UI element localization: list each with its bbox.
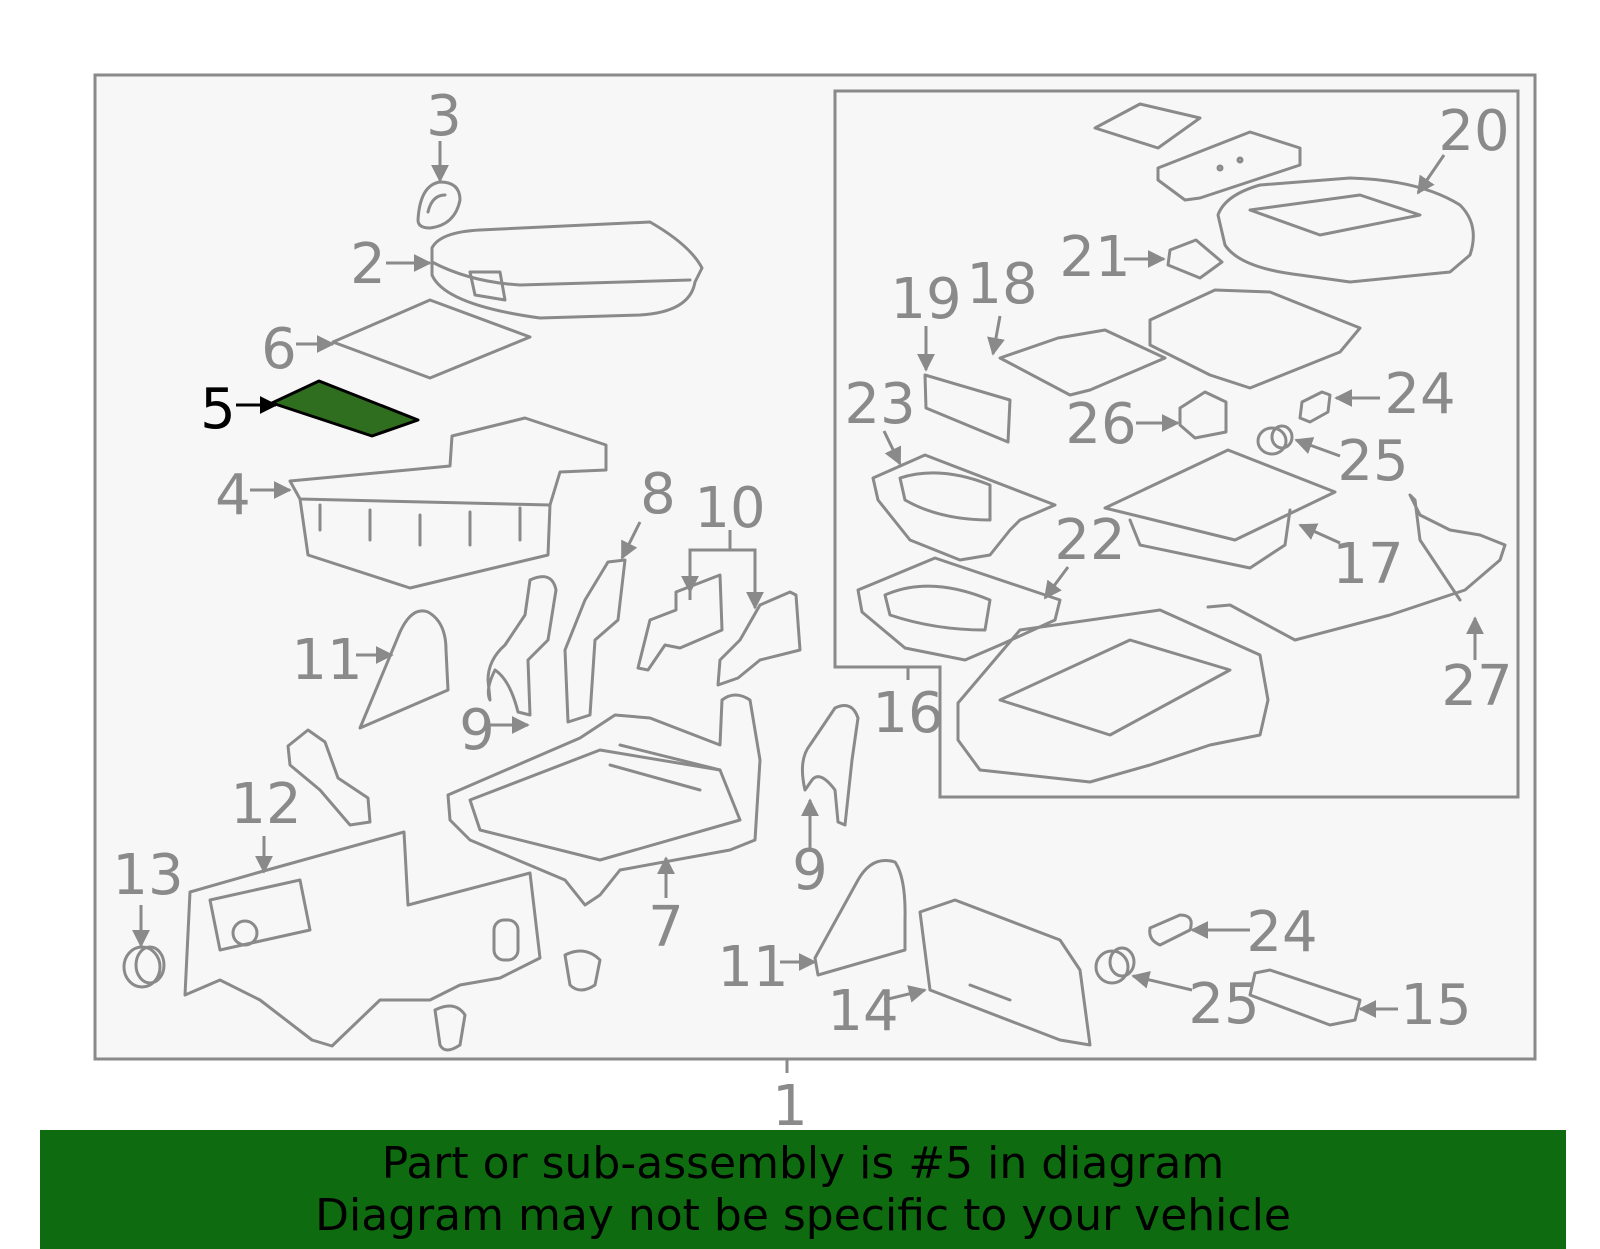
- callout-9-lower: 9: [792, 838, 828, 903]
- part-21-shape: [1166, 238, 1224, 280]
- part-23-shape: [871, 453, 1057, 562]
- part-4-shape: [288, 416, 608, 590]
- part-25-upper-shape: [1256, 424, 1294, 456]
- callout-2: 2: [350, 232, 386, 297]
- part-14-shape: [918, 898, 1092, 1047]
- part-18-shape: [998, 288, 1362, 397]
- banner-line-disclaimer: Diagram may not be specific to your vehi…: [315, 1189, 1291, 1241]
- part-11-lower-shape: [813, 859, 907, 977]
- assembly-frame: [93, 73, 1537, 1061]
- part-2-shape: [430, 220, 704, 320]
- part-27-shape: [1206, 493, 1507, 642]
- callout-6: 6: [261, 317, 297, 382]
- callout-24-upper: 24: [1384, 362, 1455, 427]
- part-11-upper-shape: [358, 609, 450, 730]
- callout-19: 19: [890, 267, 961, 332]
- part-3-shape: [416, 180, 462, 230]
- part-8-shape: [563, 558, 627, 724]
- callout-25-lower: 25: [1188, 972, 1259, 1037]
- callout-23: 23: [844, 372, 915, 437]
- part-25-lower-shape: [1094, 946, 1136, 985]
- info-banner: Part or sub-assembly is #5 in diagram Di…: [40, 1130, 1566, 1249]
- part-9-upper-shape: [486, 575, 558, 717]
- callout-20: 20: [1438, 99, 1509, 164]
- callout-8: 8: [640, 462, 676, 527]
- callout-15: 15: [1400, 973, 1471, 1038]
- part-15-shape: [1248, 968, 1362, 1027]
- part-10-left-shape: [636, 573, 724, 672]
- leader-lines: [132, 141, 1484, 1073]
- part-10-right-shape: [716, 590, 802, 687]
- callout-22: 22: [1054, 508, 1125, 573]
- callout-10: 10: [694, 476, 765, 541]
- callout-7: 7: [648, 895, 684, 960]
- part-16-shape: [956, 608, 1270, 784]
- callout-13: 13: [112, 843, 183, 908]
- part-19-shape: [923, 373, 1012, 444]
- part-26-shape: [1178, 390, 1228, 440]
- part-12-bracket-shape: [286, 728, 372, 827]
- callout-4: 4: [215, 463, 251, 528]
- storage-subassembly-frame: [833, 89, 1520, 799]
- callout-1: 1: [772, 1074, 808, 1130]
- part-6-shape: [331, 298, 532, 380]
- callout-3: 3: [426, 84, 462, 149]
- callout-26: 26: [1065, 392, 1136, 457]
- banner-line-part-number: Part or sub-assembly is #5 in diagram: [381, 1137, 1225, 1189]
- part-9-lower-shape: [800, 704, 860, 827]
- part-22-shape: [856, 556, 1062, 662]
- part-20-trim-shape: [1156, 130, 1302, 202]
- part-24-upper-shape: [1298, 390, 1332, 424]
- part-5-shape-highlighted: [270, 379, 420, 438]
- callout-5: 5: [200, 377, 236, 442]
- callout-16: 16: [872, 681, 943, 746]
- callout-17: 17: [1332, 532, 1403, 597]
- callout-14: 14: [827, 979, 898, 1044]
- callout-27: 27: [1441, 654, 1512, 719]
- small-cap-a-shape: [563, 949, 602, 992]
- callout-11-upper: 11: [291, 628, 362, 693]
- part-7-shape: [446, 693, 762, 907]
- part-20-pad-shape: [1093, 102, 1202, 150]
- callout-21: 21: [1059, 225, 1130, 290]
- callout-9-upper: 9: [459, 698, 495, 763]
- callout-24-lower: 24: [1246, 900, 1317, 965]
- callout-labels: 1 2 3 4 5 6 7 8 9 9 10 11 11 12 13 14 15…: [112, 84, 1512, 1130]
- callout-12: 12: [230, 772, 301, 837]
- callout-11-lower: 11: [717, 935, 788, 1000]
- callout-25-upper: 25: [1337, 429, 1408, 494]
- part-20-shape: [1216, 176, 1475, 284]
- part-24-lower-shape: [1148, 913, 1193, 947]
- parts-diagram: 1 2 3 4 5 6 7 8 9 9 10 11 11 12 13 14 15…: [93, 73, 1537, 1130]
- part-12-shape: [183, 830, 542, 1048]
- part-17-shape: [1103, 448, 1337, 570]
- small-cap-b-shape: [433, 1004, 467, 1052]
- callout-18: 18: [966, 252, 1037, 317]
